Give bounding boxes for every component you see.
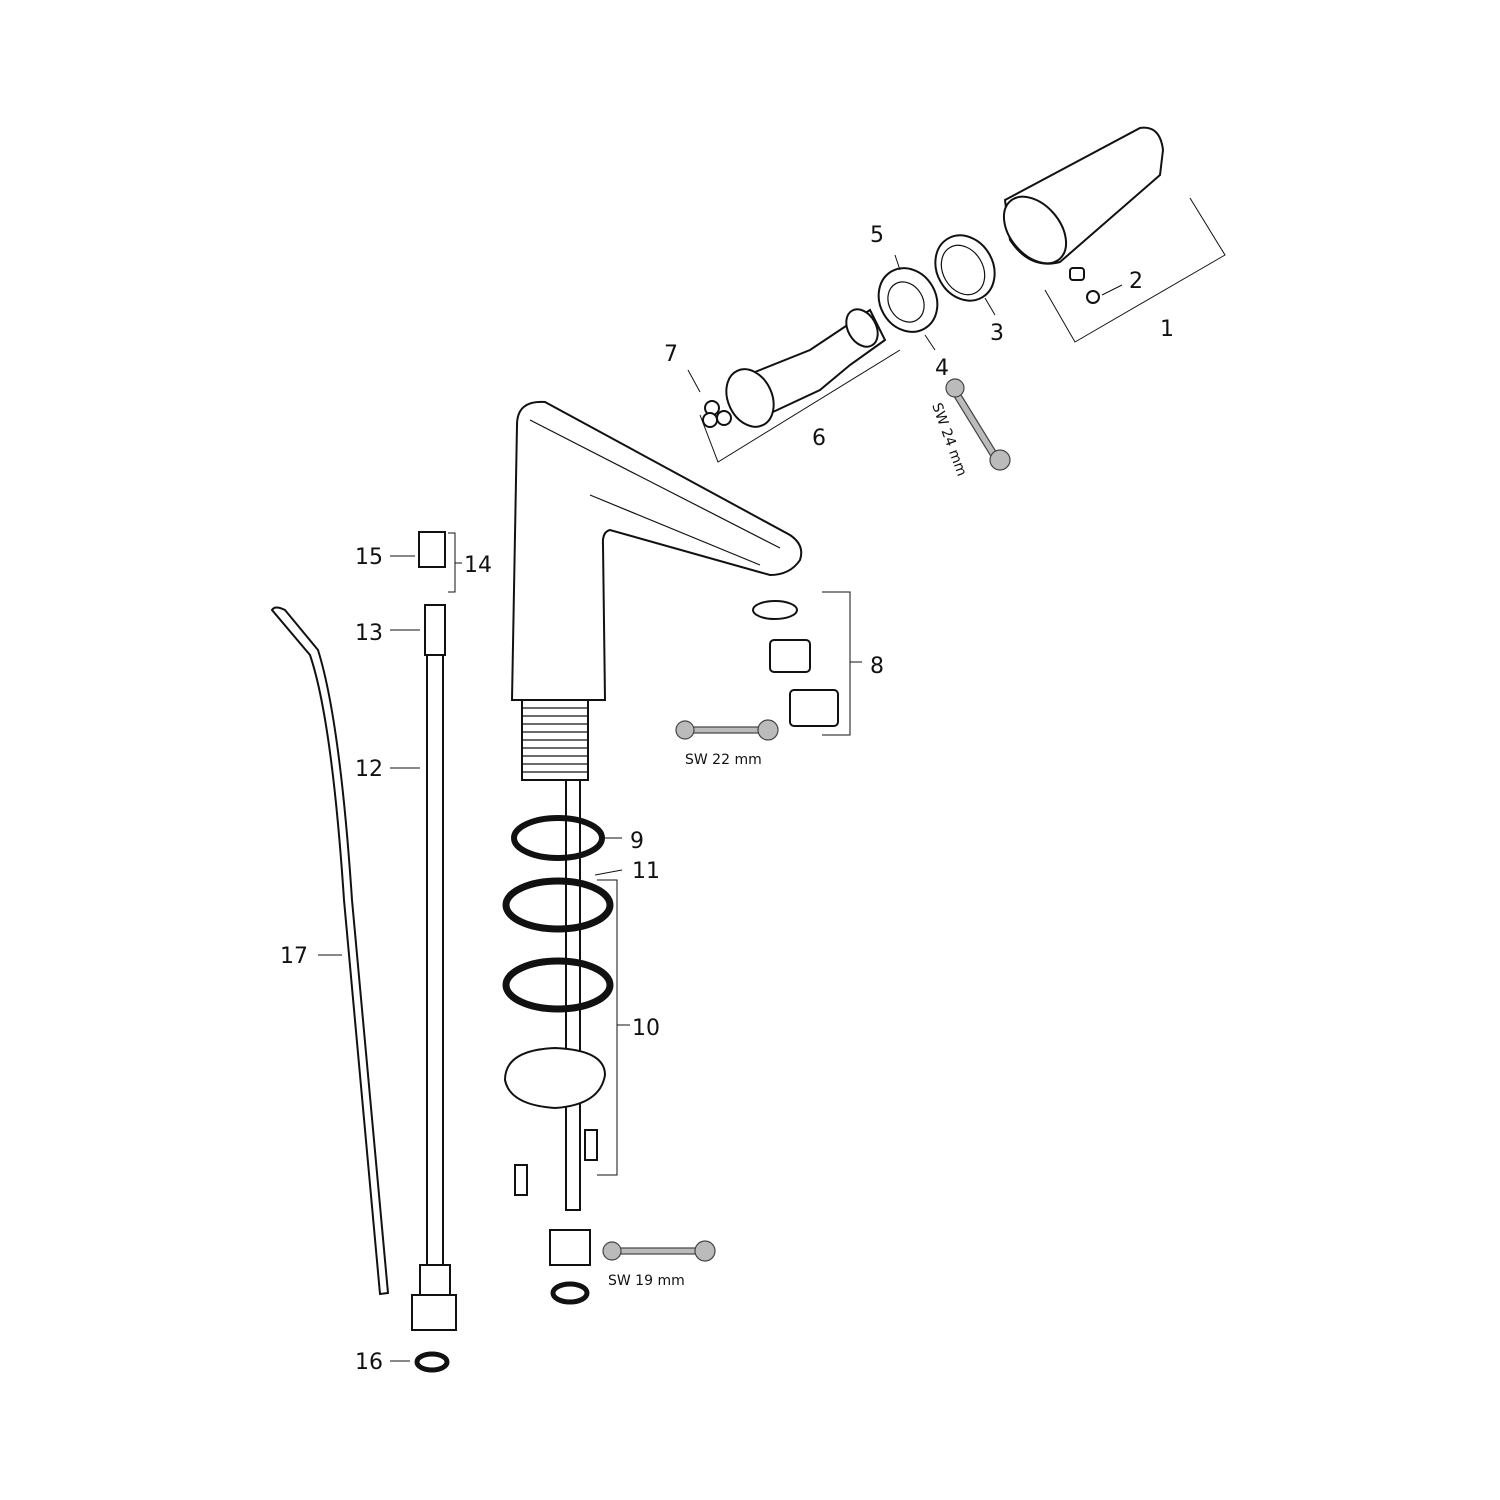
nut-bottom	[549, 1229, 591, 1266]
part-label-3: 3	[990, 321, 1004, 346]
wrench-sw22	[675, 719, 779, 741]
part-label-11: 11	[632, 859, 660, 884]
wrench-sw22-label: SW 22 mm	[685, 752, 762, 768]
cartridge-part	[699, 308, 901, 463]
part-label-17: 17	[280, 944, 308, 969]
washer-9	[511, 815, 605, 861]
threaded-rod	[565, 779, 581, 1211]
wrench-sw19-label: SW 19 mm	[608, 1273, 685, 1289]
part-label-6: 6	[812, 426, 826, 451]
part-label-15: 15	[355, 545, 383, 570]
part-label-8: 8	[870, 654, 884, 679]
part-label-5: 5	[870, 223, 884, 248]
faucet-body-part	[510, 400, 803, 781]
seal-bottom	[550, 1281, 590, 1305]
handle-part	[1002, 126, 1226, 343]
part-label-16: 16	[355, 1350, 383, 1375]
lift-rod-part	[270, 606, 390, 1296]
part-label-13: 13	[355, 621, 383, 646]
aerator-part	[752, 591, 862, 736]
part-label-9: 9	[630, 829, 644, 854]
cartridge-nut-part	[877, 254, 939, 351]
part-label-14: 14	[464, 553, 492, 578]
seals-part	[687, 369, 732, 428]
part-label-1: 1	[1160, 317, 1174, 342]
part-label-2: 2	[1129, 269, 1143, 294]
set-screw-part	[1069, 267, 1123, 304]
washer-10a	[502, 877, 614, 933]
washer-10b	[502, 957, 614, 1013]
wrench-sw24	[945, 378, 1011, 471]
part-label-10: 10	[632, 1016, 660, 1041]
part-label-4: 4	[935, 356, 949, 381]
wrench-sw19	[602, 1240, 716, 1262]
mounting-bracket	[503, 1046, 607, 1110]
hose-part	[390, 531, 462, 1373]
part-label-12: 12	[355, 757, 383, 782]
part-label-7: 7	[664, 342, 678, 367]
bolt-b	[514, 1164, 528, 1196]
cover-ring-part	[934, 234, 996, 316]
bolt-a	[584, 1129, 598, 1161]
